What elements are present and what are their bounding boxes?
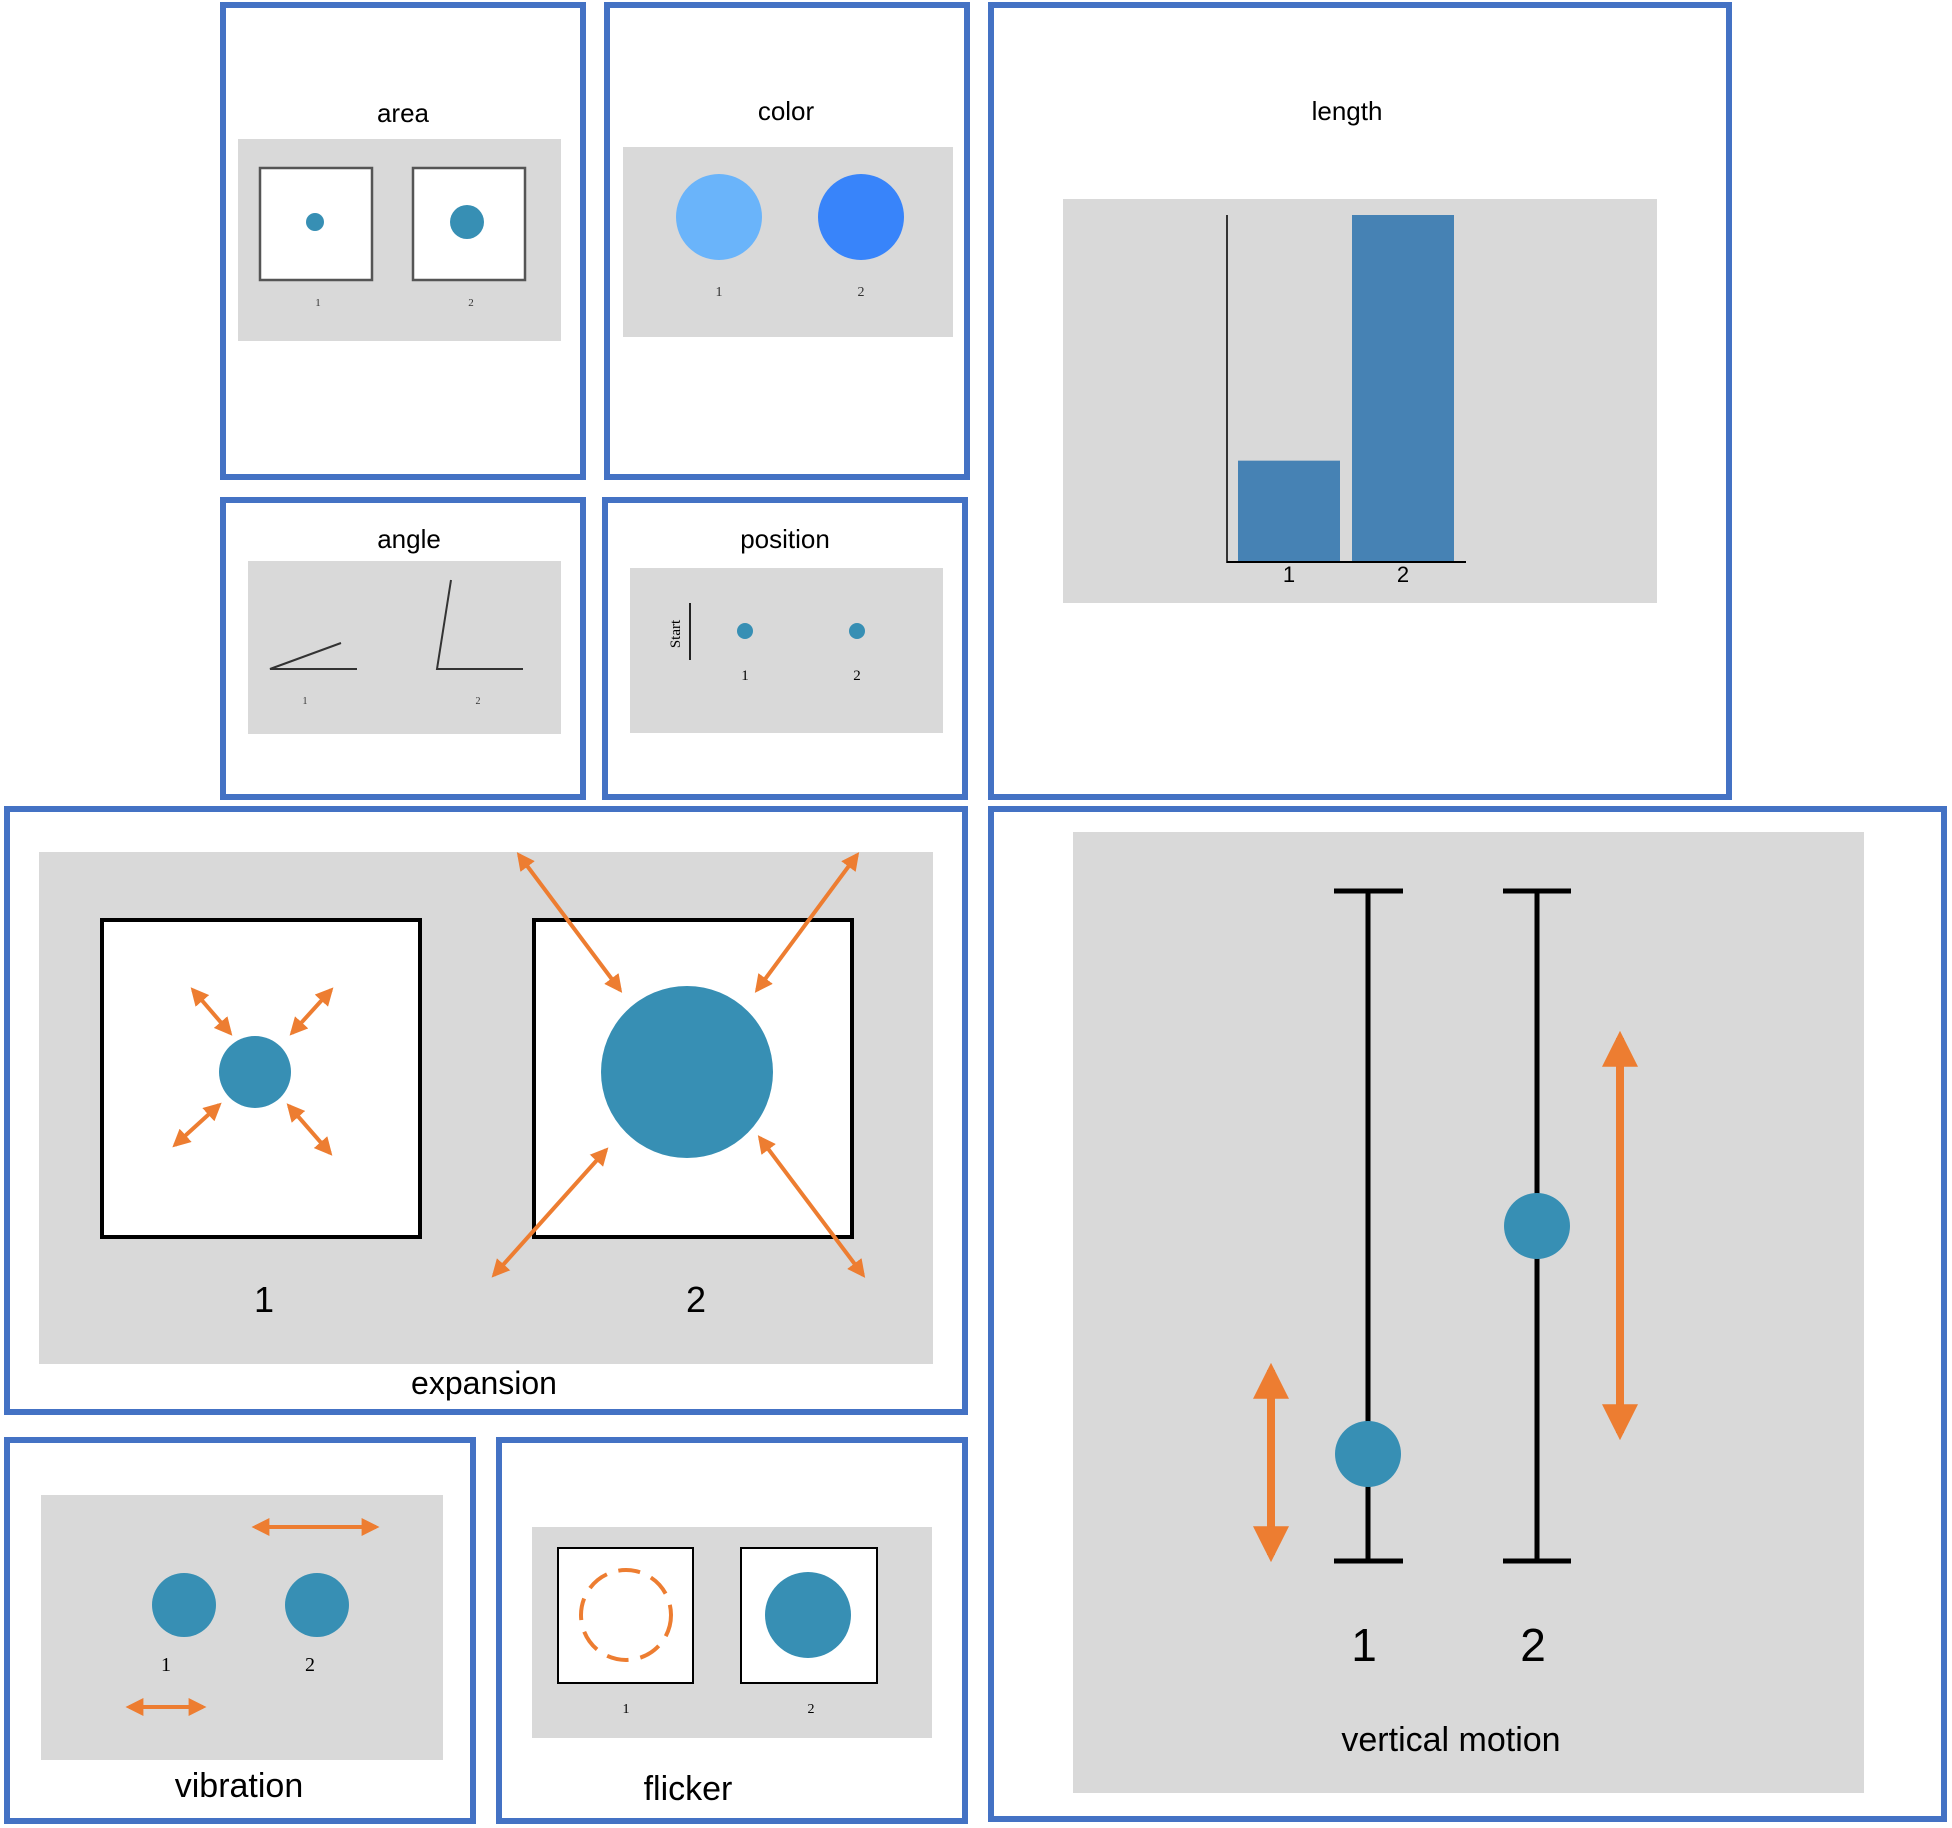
- expansion-panel: 1 2 expansion: [4, 806, 968, 1415]
- expansion-circle-2: [601, 986, 773, 1158]
- vertical-motion-background: [1073, 832, 1864, 1793]
- arrow-icon: [190, 987, 233, 1036]
- position-background: [630, 568, 943, 733]
- expansion-title: expansion: [411, 1365, 557, 1401]
- vertical-motion-dot-2: [1504, 1193, 1570, 1259]
- vibration-label-1: 1: [161, 1654, 171, 1676]
- color-circle-2: [818, 174, 904, 260]
- area-title: area: [377, 98, 430, 128]
- vibration-title: vibration: [175, 1767, 304, 1805]
- angle-shape-1: [269, 642, 357, 670]
- angle-shape-2: [435, 579, 523, 670]
- area-label-1: 1: [315, 297, 321, 309]
- color-panel: color 1 2: [604, 2, 970, 480]
- color-background: [623, 147, 953, 337]
- flicker-label-1: 1: [623, 1702, 630, 1717]
- vertical-motion-panel: 1 2 vertical motion: [988, 806, 1947, 1822]
- flicker-circle-2: [765, 1572, 851, 1658]
- expansion-arrows-2: [491, 852, 866, 1278]
- vibration-background: [41, 1495, 443, 1760]
- angle-panel: angle 1 2: [220, 497, 586, 800]
- arrow-icon: [491, 1147, 609, 1278]
- color-label-1: 1: [716, 285, 723, 300]
- arrow-icon: [289, 987, 334, 1036]
- arrow-icon: [172, 1102, 222, 1148]
- color-label-2: 2: [858, 285, 865, 300]
- length-label-2: 2: [1397, 562, 1409, 587]
- vertical-motion-title: vertical motion: [1341, 1721, 1560, 1759]
- area-label-2: 2: [468, 297, 474, 309]
- expansion-circle-1: [219, 1036, 291, 1108]
- position-start-label: Start: [668, 619, 684, 648]
- position-title: position: [740, 524, 830, 554]
- arrow-icon: [516, 852, 623, 993]
- position-dot-1: [737, 623, 753, 639]
- vibration-panel: 1 2 vibration: [4, 1437, 476, 1824]
- vibration-label-2: 2: [305, 1654, 315, 1676]
- length-bar-2: [1352, 215, 1454, 561]
- length-bars: [1238, 215, 1454, 561]
- length-title: length: [1312, 96, 1383, 126]
- expansion-label-1: 1: [254, 1279, 274, 1320]
- expansion-label-2: 2: [686, 1279, 706, 1320]
- position-panel: position Start 1 2: [602, 497, 968, 800]
- flicker-panel: 1 2 flicker: [496, 1437, 968, 1824]
- length-bar-1: [1238, 460, 1340, 561]
- flicker-circle-1: [579, 1568, 673, 1662]
- arrow-icon: [757, 1135, 866, 1278]
- length-panel: length 1 2: [988, 2, 1732, 800]
- arrow-icon: [286, 1103, 333, 1156]
- position-label-1: 1: [741, 668, 749, 684]
- flicker-label-2: 2: [808, 1702, 815, 1717]
- vibration-dot-2: [285, 1573, 349, 1637]
- area-panel: area 1 2: [220, 2, 586, 480]
- color-title: color: [758, 96, 815, 126]
- angle-label-1: 1: [303, 696, 308, 707]
- area-circle-2: [450, 205, 484, 239]
- angle-title: angle: [377, 524, 441, 554]
- color-circle-1: [676, 174, 762, 260]
- flicker-title: flicker: [644, 1770, 733, 1808]
- position-dot-2: [849, 623, 865, 639]
- vibration-dot-1: [152, 1573, 216, 1637]
- expansion-arrows-1: [172, 987, 334, 1156]
- length-label-1: 1: [1283, 562, 1295, 587]
- vertical-motion-dot-1: [1335, 1421, 1401, 1487]
- angle-label-2: 2: [476, 696, 481, 707]
- angle-background: [248, 561, 561, 734]
- arrow-icon: [754, 852, 860, 993]
- vertical-motion-label-1: 1: [1351, 1619, 1377, 1671]
- area-circle-1: [306, 213, 324, 231]
- position-label-2: 2: [853, 668, 861, 684]
- vertical-motion-label-2: 2: [1520, 1619, 1546, 1671]
